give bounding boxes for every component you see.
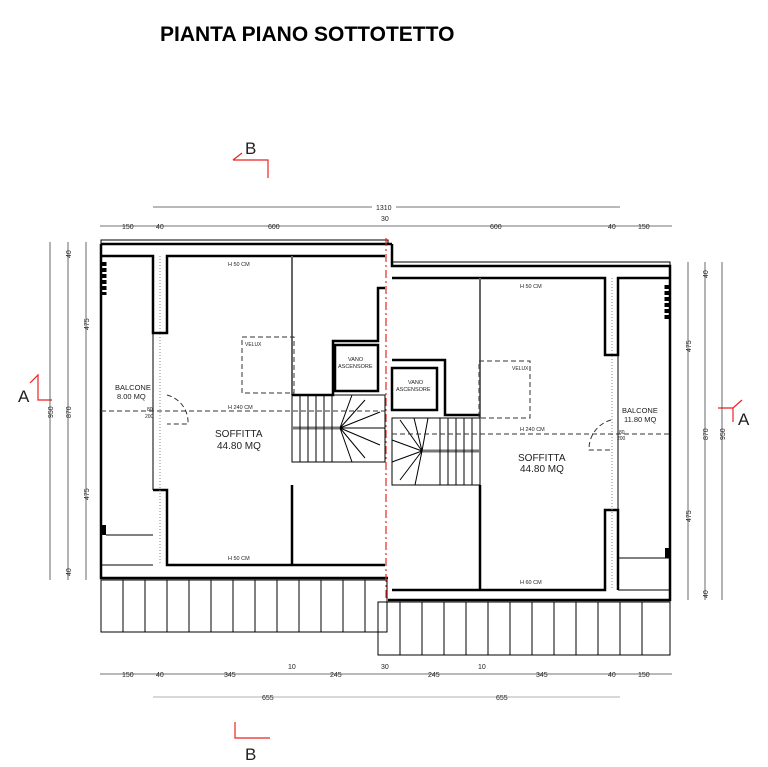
bottom-dimensions — [100, 673, 672, 698]
svg-text:345: 345 — [536, 672, 548, 679]
svg-text:10: 10 — [478, 664, 486, 671]
section-marker-a-right: A — [718, 399, 750, 429]
top-dim-labels: 150 40 600 30 600 40 150 — [122, 216, 650, 231]
staircase-right — [391, 417, 481, 486]
svg-text:80: 80 — [619, 430, 625, 436]
svg-text:475: 475 — [686, 510, 693, 522]
svg-text:200: 200 — [145, 414, 154, 420]
left-dimensions — [49, 242, 87, 580]
staircase-left — [291, 394, 386, 463]
right-balcony-label: BALCONE — [622, 406, 658, 415]
svg-text:H 240 CM: H 240 CM — [228, 405, 253, 411]
svg-text:30: 30 — [381, 664, 389, 671]
svg-text:ASCENSORE: ASCENSORE — [338, 364, 373, 370]
left-room-name: SOFFITTA — [215, 429, 263, 440]
left-dim-labels: 950 870 40 475 475 40 — [48, 250, 91, 576]
svg-text:345: 345 — [224, 672, 236, 679]
svg-text:VANO: VANO — [348, 357, 364, 363]
bottom-dim-labels: 150 40 345 10 245 30 245 10 345 40 150 6… — [122, 664, 650, 702]
velux-left — [241, 336, 295, 394]
svg-text:B: B — [245, 745, 256, 764]
svg-text:H 50 CM: H 50 CM — [228, 262, 250, 268]
svg-text:150: 150 — [638, 672, 650, 679]
svg-text:10: 10 — [288, 664, 296, 671]
left-balcony-label: BALCONE — [115, 383, 151, 392]
svg-text:B: B — [245, 139, 256, 158]
svg-text:44.80 MQ: 44.80 MQ — [217, 441, 261, 452]
section-marker-b-bottom: B — [234, 722, 270, 764]
svg-text:40: 40 — [66, 568, 73, 576]
section-marker-b-top: B — [232, 139, 269, 178]
velux-right — [478, 360, 531, 419]
right-unit: VANO ASCENSORE VELUX H 240 CM H 50 CM H … — [377, 244, 672, 656]
svg-text:150: 150 — [122, 672, 134, 679]
svg-text:40: 40 — [66, 250, 73, 258]
right-dim-labels: 475 475 40 870 40 950 — [686, 270, 727, 598]
svg-text:11.80 MQ: 11.80 MQ — [624, 415, 657, 424]
svg-text:475: 475 — [84, 318, 91, 330]
svg-text:950: 950 — [720, 428, 727, 440]
svg-text:30: 30 — [381, 216, 389, 223]
plan-title: PIANTA PIANO SOTTOTETTO — [160, 23, 454, 46]
svg-text:H 50 CM: H 50 CM — [228, 556, 250, 562]
svg-text:40: 40 — [703, 270, 710, 278]
roof-right — [377, 601, 671, 656]
svg-text:A: A — [738, 410, 750, 429]
svg-text:245: 245 — [330, 672, 342, 679]
svg-text:H 240 CM: H 240 CM — [520, 427, 545, 433]
svg-text:VELUX: VELUX — [245, 342, 262, 348]
svg-text:150: 150 — [122, 224, 134, 231]
left-unit: VANO ASCENSORE VELUX H 240 CM H 50 CM H … — [99, 239, 392, 633]
svg-text:A: A — [18, 387, 30, 406]
roof-left — [100, 579, 388, 633]
svg-text:44.80 MQ: 44.80 MQ — [520, 464, 564, 475]
dim-total-width: 1310 — [376, 205, 392, 212]
svg-text:655: 655 — [262, 695, 274, 702]
svg-text:475: 475 — [84, 488, 91, 500]
svg-text:H 50 CM: H 50 CM — [520, 284, 542, 290]
svg-text:950: 950 — [48, 406, 55, 418]
svg-text:ASCENSORE: ASCENSORE — [396, 387, 431, 393]
svg-text:150: 150 — [638, 224, 650, 231]
section-marker-a-left: A — [18, 373, 52, 406]
svg-text:870: 870 — [703, 428, 710, 440]
svg-text:655: 655 — [496, 695, 508, 702]
svg-text:40: 40 — [703, 590, 710, 598]
lift-shaft-right — [390, 366, 439, 412]
svg-text:40: 40 — [156, 672, 164, 679]
svg-text:40: 40 — [608, 672, 616, 679]
svg-text:VANO: VANO — [408, 380, 424, 386]
svg-text:245: 245 — [428, 672, 440, 679]
right-dimensions — [687, 262, 723, 600]
svg-text:870: 870 — [66, 406, 73, 418]
svg-text:600: 600 — [268, 224, 280, 231]
svg-text:200: 200 — [617, 436, 626, 442]
right-room-name: SOFFITTA — [518, 453, 566, 464]
svg-text:VELUX: VELUX — [512, 366, 529, 372]
svg-text:40: 40 — [156, 224, 164, 231]
svg-text:80: 80 — [147, 407, 153, 413]
svg-text:475: 475 — [686, 340, 693, 352]
svg-text:H 60 CM: H 60 CM — [520, 580, 542, 586]
svg-text:600: 600 — [490, 224, 502, 231]
svg-text:40: 40 — [608, 224, 616, 231]
lift-shaft-left — [333, 343, 380, 393]
svg-text:8.00 MQ: 8.00 MQ — [117, 392, 146, 401]
